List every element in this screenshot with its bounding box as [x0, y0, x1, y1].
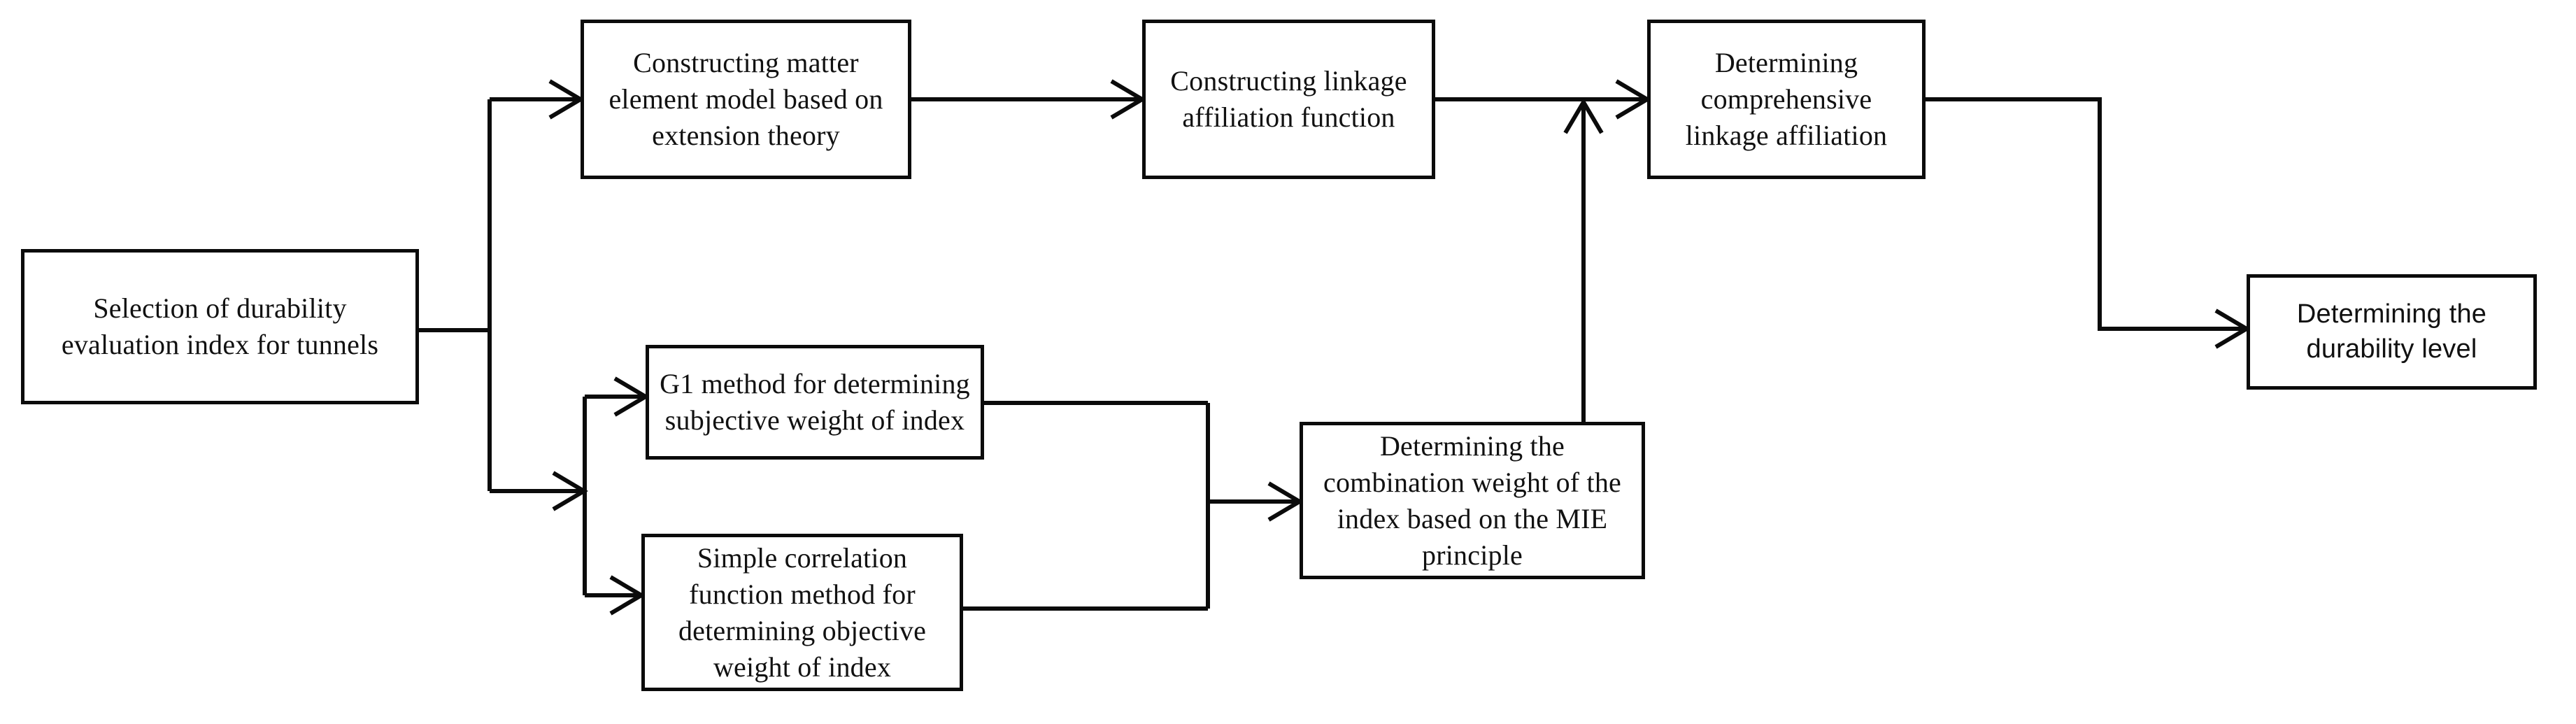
node-simple-correlation-objective-weight[interactable]: Simple correlation function method for d…	[641, 534, 963, 691]
node-matter-element-model[interactable]: Constructing matter element model based …	[581, 20, 911, 179]
node-linkage-affiliation-function[interactable]: Constructing linkage affiliation functio…	[1142, 20, 1435, 179]
node-comprehensive-linkage-affiliation[interactable]: Determining comprehensive linkage affili…	[1647, 20, 1926, 179]
node-label: Constructing linkage affiliation functio…	[1170, 65, 1407, 133]
node-label: G1 method for determining subjective wei…	[660, 368, 970, 436]
node-label: Determining the durability level	[2296, 299, 2487, 364]
node-label: Selection of durability evaluation index…	[61, 292, 379, 360]
node-combination-weight-mie[interactable]: Determining the combination weight of th…	[1300, 422, 1645, 579]
node-selection-of-index[interactable]: Selection of durability evaluation index…	[21, 249, 419, 404]
edge-n4-to-n5	[1926, 97, 2244, 331]
node-label: Simple correlation function method for d…	[678, 541, 927, 683]
node-label: Determining comprehensive linkage affili…	[1685, 47, 1888, 151]
node-durability-level[interactable]: Determining the durability level	[2247, 274, 2537, 390]
node-label: Determining the combination weight of th…	[1323, 430, 1621, 571]
node-g1-subjective-weight[interactable]: G1 method for determining subjective wei…	[646, 345, 984, 460]
node-label: Constructing matter element model based …	[609, 47, 883, 151]
arrowhead-n8-riser	[1563, 98, 1604, 134]
